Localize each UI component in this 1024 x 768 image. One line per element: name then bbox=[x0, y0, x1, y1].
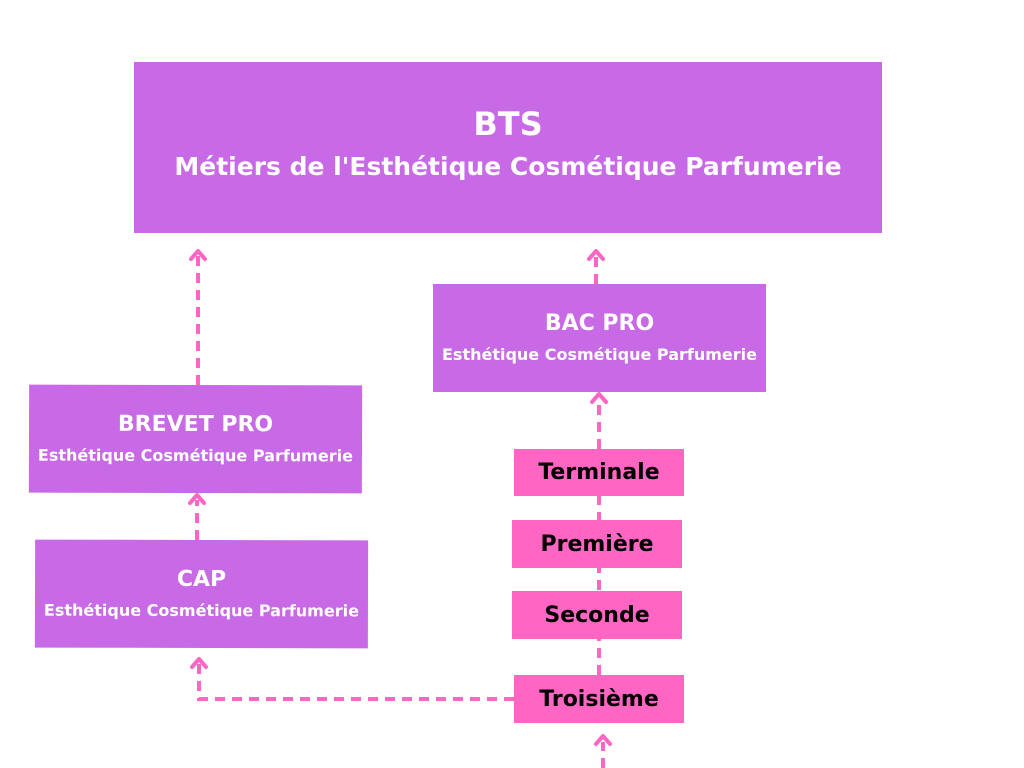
node-seconde: Seconde bbox=[512, 591, 682, 639]
arrowhead-bts-left bbox=[189, 249, 207, 261]
arrowhead-bacpro bbox=[590, 392, 608, 404]
node-bac-pro: BAC PRO Esthétique Cosmétique Parfumerie bbox=[433, 284, 766, 392]
node-terminale: Terminale bbox=[514, 449, 684, 496]
node-troisieme: Troisième bbox=[514, 675, 684, 723]
node-terminale-label: Terminale bbox=[538, 460, 660, 485]
node-bts-title: BTS bbox=[473, 105, 543, 144]
node-cap-subtitle: Esthétique Cosmétique Parfumerie bbox=[43, 600, 359, 621]
arrowhead-troisieme bbox=[594, 734, 612, 746]
node-premiere: Première bbox=[512, 520, 682, 568]
connector-troisieme-to-cap bbox=[197, 664, 514, 701]
arrowhead-brevet bbox=[188, 493, 206, 505]
node-troisieme-label: Troisième bbox=[539, 686, 659, 712]
node-brevet-pro-subtitle: Esthétique Cosmétique Parfumerie bbox=[37, 445, 353, 466]
node-bac-pro-title: BAC PRO bbox=[544, 311, 655, 337]
node-brevet-pro-title: BREVET PRO bbox=[117, 412, 274, 438]
node-bac-pro-subtitle: Esthétique Cosmétique Parfumerie bbox=[441, 344, 757, 364]
node-cap-title: CAP bbox=[176, 567, 227, 593]
node-bts: BTS Métiers de l'Esthétique Cosmétique P… bbox=[134, 62, 882, 233]
arrowhead-cap bbox=[190, 657, 208, 669]
node-cap: CAP Esthétique Cosmétique Parfumerie bbox=[34, 539, 369, 649]
node-brevet-pro: BREVET PRO Esthétique Cosmétique Parfume… bbox=[28, 384, 363, 494]
node-bts-subtitle: Métiers de l'Esthétique Cosmétique Parfu… bbox=[174, 152, 842, 182]
arrowhead-bts-right bbox=[587, 249, 605, 261]
node-premiere-label: Première bbox=[540, 531, 654, 557]
node-seconde-label: Seconde bbox=[544, 602, 650, 628]
